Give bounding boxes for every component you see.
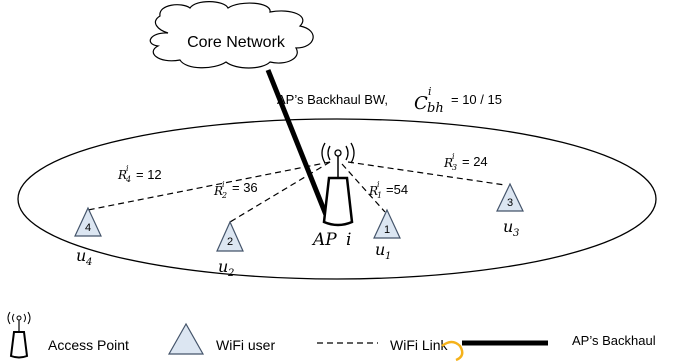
- legend-wifi-user-icon: [167, 322, 205, 355]
- link-label-r2: R i 2 = 36: [213, 180, 258, 200]
- svg-text:i: i: [452, 152, 455, 161]
- svg-text:i: i: [222, 180, 225, 189]
- wifi-link-u3: [347, 161, 506, 186]
- svg-text:i: i: [346, 230, 351, 250]
- backhaul-symbol-sup: i: [428, 85, 432, 98]
- legend-access-point-label: Access Point: [48, 337, 129, 353]
- user-u3-triangle: [496, 182, 524, 212]
- svg-text:= 24: = 24: [462, 154, 488, 169]
- legend-wifi-link-label: WiFi Link: [390, 337, 449, 353]
- watermark-arc: [441, 340, 464, 362]
- svg-text:3: 3: [513, 228, 519, 239]
- backhaul-link: [265, 69, 331, 221]
- backhaul-symbol: C: [414, 93, 428, 114]
- svg-text:u: u: [503, 217, 513, 236]
- link-label-r1: R i 1 =54: [368, 180, 408, 200]
- user-u4-triangle: [74, 206, 102, 237]
- wifi-links: [87, 161, 506, 223]
- svg-text:= 12: = 12: [136, 167, 162, 182]
- access-point-icon: [321, 142, 355, 227]
- svg-text:AP: AP: [311, 230, 337, 250]
- svg-text:3: 3: [452, 163, 457, 172]
- svg-text:R: R: [443, 156, 453, 170]
- backhaul-bw-label: AP’s Backhaul BW, C i bh = 10 / 15: [277, 85, 502, 116]
- coverage-area: [17, 118, 657, 280]
- legend: Access Point WiFi user WiFi Link AP’s Ba…: [7, 311, 656, 362]
- svg-text:2: 2: [227, 268, 234, 279]
- svg-text:1: 1: [385, 251, 391, 262]
- svg-text:4: 4: [85, 222, 91, 234]
- user-u3: 3 u 3: [496, 182, 524, 239]
- svg-text:1: 1: [377, 191, 382, 200]
- backhaul-prefix: AP’s Backhaul BW,: [277, 92, 388, 107]
- svg-text:2: 2: [227, 236, 233, 248]
- svg-text:4: 4: [85, 257, 92, 268]
- legend-backhaul-label: AP’s Backhaul: [572, 333, 656, 348]
- svg-text:i: i: [126, 164, 129, 173]
- svg-text:3: 3: [507, 197, 513, 209]
- svg-text:=54: =54: [386, 182, 408, 197]
- svg-text:R: R: [213, 184, 223, 198]
- user-u1: 1 u 1: [373, 208, 401, 262]
- core-network-cloud: Core Network: [149, 1, 314, 69]
- svg-text:u: u: [76, 246, 86, 265]
- user-u1-triangle: [373, 208, 401, 239]
- svg-text:4: 4: [125, 175, 131, 184]
- svg-text:R: R: [368, 184, 378, 198]
- user-u2: 2 u 2: [216, 220, 244, 279]
- svg-text:i: i: [377, 180, 380, 189]
- backhaul-symbol-sub: bh: [427, 101, 444, 116]
- svg-text:u: u: [375, 240, 385, 259]
- access-point-label: AP i: [311, 230, 351, 250]
- svg-text:R: R: [117, 168, 127, 182]
- link-label-r3: R i 3 = 24: [443, 152, 488, 172]
- legend-access-point-icon: [7, 311, 31, 359]
- svg-text:= 36: = 36: [232, 180, 258, 195]
- core-network-label: Core Network: [187, 34, 286, 51]
- link-label-r4: R i 4 = 12: [117, 164, 162, 184]
- legend-wifi-user-label: WiFi user: [216, 337, 275, 353]
- backhaul-value: = 10 / 15: [451, 92, 502, 107]
- svg-text:2: 2: [221, 191, 227, 200]
- user-u2-triangle: [216, 220, 244, 252]
- wifi-link-u1: [341, 163, 386, 213]
- user-u4: 4 u 4: [74, 206, 102, 268]
- svg-text:u: u: [218, 257, 228, 276]
- svg-text:1: 1: [384, 224, 390, 236]
- wifi-link-u4: [87, 161, 331, 211]
